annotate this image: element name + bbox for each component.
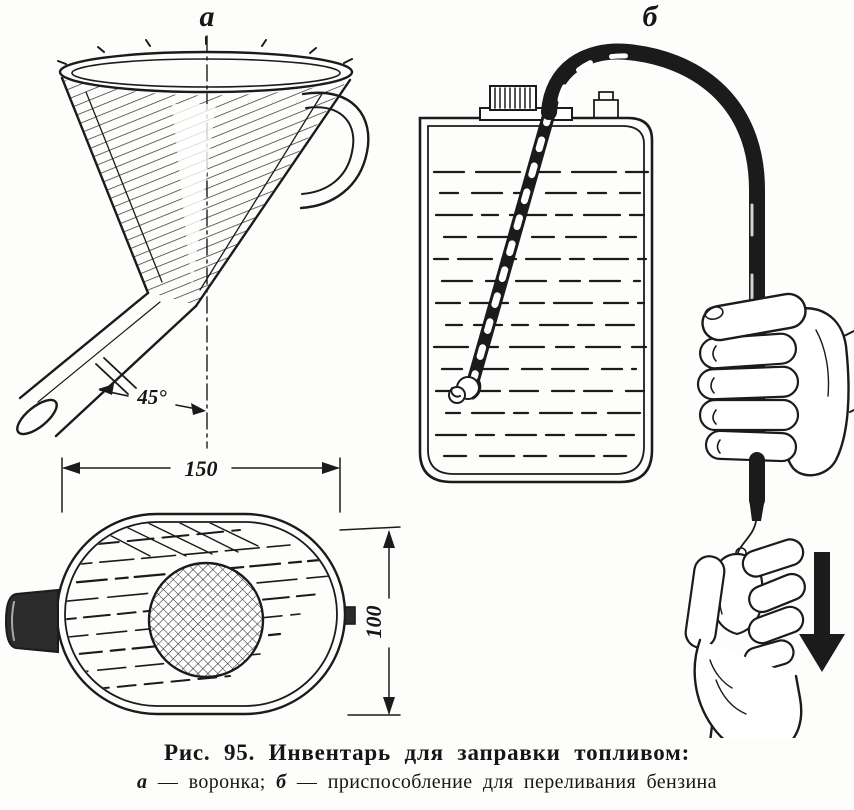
lower-hand-finger-3: [747, 605, 805, 645]
figure-caption-title: Рис. 95. Инвентарь для заправки топливом…: [163, 740, 691, 765]
filler-cap-ribs: [494, 87, 531, 109]
funnel-cone-left-edge: [60, 76, 150, 295]
funnel-cone-right-edge: [194, 78, 352, 308]
angle-annotation: 45°: [98, 384, 206, 415]
lower-hand-wrist: [709, 724, 714, 738]
hose-sheen-top: [557, 53, 631, 103]
tank-outer-wall: [418, 116, 654, 484]
funnel-cone-inner-lines: [85, 91, 323, 291]
topview-spout-highlight: [11, 601, 15, 641]
funnel-spout-band: [95, 357, 137, 395]
upper-hand-palm-crease: [815, 329, 830, 397]
suction-tube-bands: [470, 110, 553, 382]
caption-part-b: б: [276, 771, 287, 793]
upper-hand-finger-3: [698, 398, 800, 432]
topview-spout-stub: [4, 588, 59, 654]
topview-inner-outline: [64, 521, 338, 707]
lower-hand-palm: [693, 638, 803, 738]
upper-hand-wrist: [843, 330, 854, 413]
funnel-spout-bottom-edge: [54, 304, 198, 438]
figure-95-illustration: а 45°: [4, 0, 854, 738]
figure-caption-subtitle: а — воронка; б — приспособление для пере…: [0, 771, 854, 794]
part-a-label: а: [200, 0, 215, 33]
funnel-cone-shading: [64, 80, 346, 305]
height-dimension: 100: [339, 526, 401, 716]
width-dimension: 150: [61, 456, 341, 513]
down-arrow-icon: [799, 552, 845, 672]
upper-hand: [696, 292, 854, 477]
angle-label: 45°: [136, 385, 167, 409]
upper-hand-thumb: [701, 292, 807, 342]
lower-hand-creases: [709, 659, 747, 715]
funnel-handle-inner: [301, 106, 355, 195]
lower-hand-finger-2: [748, 572, 806, 614]
funnel-rim-inner: [71, 58, 341, 88]
lower-hand-thumb: [684, 555, 726, 649]
funnel-top-view: 150 100: [4, 456, 401, 716]
funnel-spout-inner-line: [37, 301, 161, 403]
topview-mesh-screen: [147, 561, 265, 679]
upper-hand-knuckles: [710, 345, 721, 454]
siphon-device-view: б: [418, 0, 854, 738]
funnel-handle-outer: [299, 91, 370, 210]
width-dim-label: 150: [185, 456, 218, 481]
funnel-spout-opening: [16, 398, 58, 436]
figure-caption: Рис. 95. Инвентарь для заправки топливом…: [0, 736, 854, 794]
part-b-label: б: [643, 0, 659, 33]
tank-top-bracket: [593, 91, 619, 119]
topview-right-tab: [344, 606, 356, 625]
funnel-rim-outer: [58, 50, 354, 94]
hose-tip: [749, 498, 765, 521]
upper-hand-thumbnail: [704, 306, 724, 320]
funnel-side-view: а 45°: [16, 0, 370, 449]
filler-cap: [489, 85, 537, 111]
upper-hand-palm: [782, 307, 850, 477]
funnel-rim-ticks: [57, 36, 353, 65]
tank-liquid: [432, 170, 650, 458]
caption-part-b-text: — приспособление для переливания бензина: [286, 771, 717, 793]
funnel-spout-top-edge: [18, 291, 150, 400]
strainer-nozzle: [448, 376, 482, 404]
caption-part-a: а: [137, 771, 148, 793]
lower-hand: [684, 538, 806, 738]
caption-part-a-text: — воронка;: [147, 771, 277, 793]
upper-hand-finger-2: [696, 365, 800, 401]
tank-inner-wall: [427, 125, 645, 475]
funnel-cone-highlight: [172, 104, 216, 288]
height-dim-label: 100: [361, 606, 386, 639]
lower-hand-finger-1: [741, 538, 805, 578]
siphon-hose: [541, 43, 765, 486]
